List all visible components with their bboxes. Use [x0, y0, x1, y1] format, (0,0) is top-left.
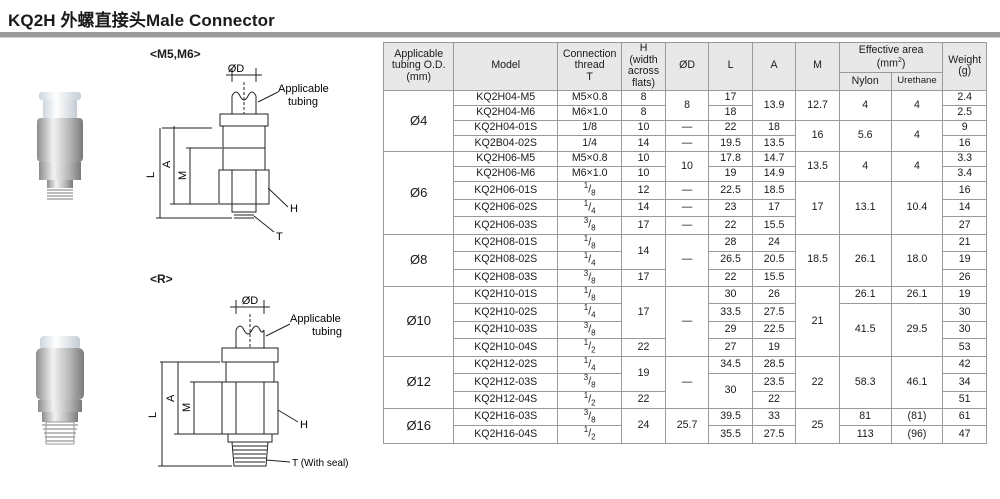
header-m: M — [795, 42, 840, 91]
r-dim-l: L — [147, 412, 159, 418]
table-row: Ø12 KQ2H12-02S 1/4 19 — 34.5 28.5 22 58.… — [382, 355, 987, 410]
page-title: KQ2H 外螺直接头Male Connector — [8, 11, 275, 30]
r-tubing: tubing — [312, 326, 342, 338]
r-dim-m: M — [181, 403, 193, 412]
group-label-10: Ø10 — [382, 285, 455, 357]
section-label-m5m6: <M5,M6> — [150, 47, 201, 61]
m5m6-dim-t: T — [276, 231, 283, 243]
r-dim-a: A — [165, 394, 177, 402]
table-row: KQ2H06-03S 3/8 17 — 22 15.5 27 — [384, 216, 987, 235]
r-dim-d: ØD — [242, 295, 259, 307]
r-dim-t: T (With seal) — [292, 458, 349, 469]
m5m6-tubing: tubing — [288, 96, 318, 108]
group-label-8: Ø8 — [382, 233, 455, 287]
drawing-m5m6: ØD Applicable tubing L A M H T — [145, 63, 329, 243]
r-dim-h: H — [300, 419, 308, 431]
male-connector-r-photo — [36, 336, 84, 445]
title-divider-thin — [0, 37, 1000, 38]
group-label-16: Ø16 — [382, 408, 455, 444]
table-row: KQ2H06-01S 1/8 12 — 22.5 18.5 17 13.1 10… — [384, 181, 987, 235]
table-row: KQ2H06-02S 1/4 14 — 23 17 14 — [384, 198, 987, 218]
male-connector-m5-photo — [37, 92, 83, 200]
header-weight: Weight(g) — [942, 42, 987, 91]
m5m6-dim-h: H — [290, 203, 298, 215]
header-urethane: Urethane — [890, 72, 944, 91]
title-divider — [0, 32, 1000, 37]
r-applicable: Applicable — [290, 313, 341, 325]
table-row: KQ2H04-M6 M6×1.0 8 18 2.5 — [384, 104, 987, 122]
table-row: KQ2H10-02S 1/4 33.5 27.5 41.5 29.5 30 — [384, 303, 987, 357]
table-row: KQ2H06-M6 M6×1.0 10 19 14.9 3.4 — [384, 166, 987, 183]
group-label-4: Ø4 — [382, 89, 455, 152]
m5m6-dim-l: L — [145, 172, 157, 178]
table-row: KQ2H12-03S 3/8 30 23.5 34 — [384, 373, 987, 410]
table-row: Ø16 KQ2H16-03S 3/8 24 25.7 39.5 33 25 81… — [382, 408, 987, 444]
header-model: Model — [453, 42, 559, 91]
header-l: L — [708, 42, 753, 91]
m5m6-dim-d: ØD — [228, 63, 245, 75]
table-row: KQ2H08-02S 1/4 26.5 20.5 19 — [384, 251, 987, 270]
header-a: A — [751, 42, 797, 91]
drawing-r: ØD Applicable tubing L A M H T (With sea… — [147, 295, 349, 469]
header-d: ØD — [664, 42, 710, 91]
section-label-r: <R> — [150, 272, 173, 286]
table-row: Ø4 KQ2H04-M5 M5×0.8 8 8 17 13.9 12.7 4 4… — [382, 89, 987, 152]
group-label-6: Ø6 — [382, 150, 455, 235]
table-row: Ø8 KQ2H08-01S 1/8 14 — 28 24 18.5 26.1 1… — [382, 233, 987, 287]
table-row: Ø10 KQ2H10-01S 1/8 17 — 30 26 21 26.1 26… — [382, 285, 987, 357]
m5m6-dim-a: A — [161, 160, 173, 168]
group-label-12: Ø12 — [382, 355, 455, 410]
m5m6-applicable: Applicable — [278, 83, 329, 95]
table-row: KQ2H04-01S 1/8 10 — 22 18 16 5.6 4 9 — [384, 120, 987, 152]
table-row: KQ2H08-03S 3/8 17 22 15.5 26 — [384, 268, 987, 287]
m5m6-dim-m: M — [177, 171, 189, 180]
table-row: KQ2H16-04S 1/2 35.5 27.5 113 (96) 47 — [384, 425, 987, 444]
table-row: KQ2H10-04S 1/2 22 27 19 53 — [384, 338, 987, 357]
header-nylon: Nylon — [838, 72, 892, 91]
header-effective-area: Effective area(mm2) — [838, 41, 944, 74]
table-row: Ø6 KQ2H06-M5 M5×0.8 10 10 17.8 14.7 13.5… — [382, 150, 987, 235]
table-row: KQ2H12-04S 1/2 22 22 51 — [384, 390, 987, 410]
